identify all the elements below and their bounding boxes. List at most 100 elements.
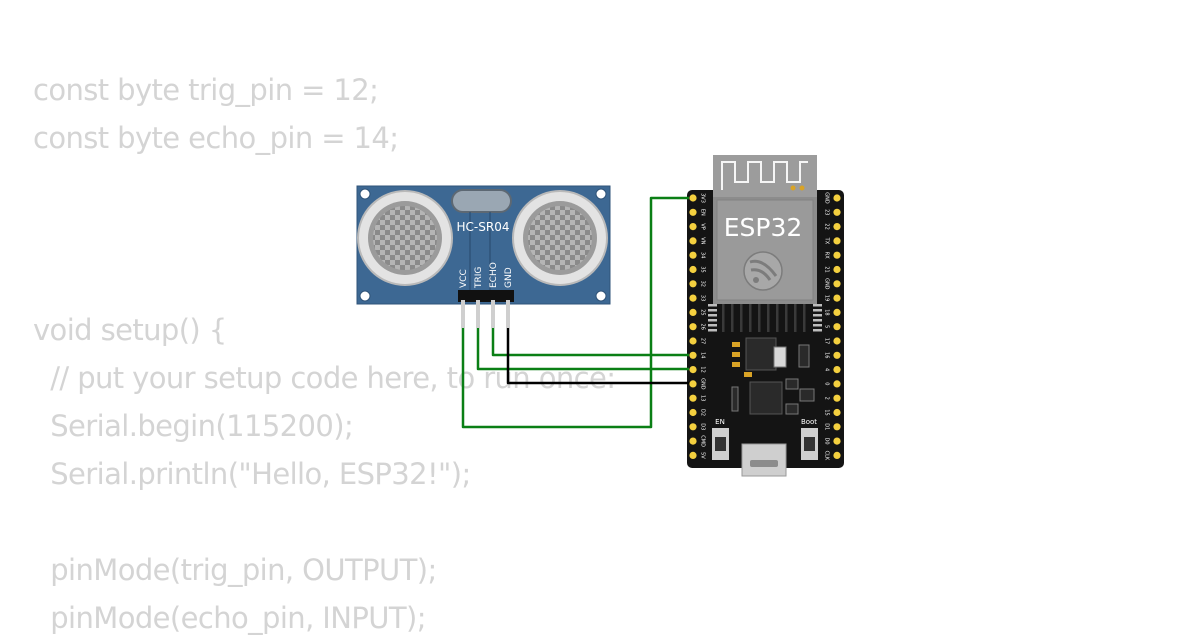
pin-left-gnd[interactable] <box>689 380 697 388</box>
code-line: // put your setup code here, to run once… <box>33 361 616 395</box>
pin-left-26[interactable] <box>689 323 697 331</box>
pin-label: 32 <box>700 281 706 287</box>
pin-label: 12 <box>700 366 706 372</box>
pin-left-13[interactable] <box>689 394 697 402</box>
power-led <box>773 346 787 368</box>
sensor-pin-label-gnd: GND <box>504 267 514 288</box>
left-pin-header[interactable]: 3V3ENVPVN343532332526271412GND13D2D3CMD5… <box>689 193 706 459</box>
pin-right-21[interactable] <box>833 265 841 274</box>
pin-right-2[interactable] <box>833 394 841 402</box>
pin-right-d0[interactable] <box>833 437 841 445</box>
pin-left-25[interactable] <box>689 308 697 316</box>
pin-label: GND <box>824 192 830 204</box>
code-line: pinMode(echo_pin, INPUT); <box>33 601 426 635</box>
pin-left-vp[interactable] <box>689 223 697 231</box>
pin-right-23[interactable] <box>833 208 841 216</box>
code-line: const byte echo_pin = 14; <box>33 121 399 155</box>
pin-right-gnd[interactable] <box>833 280 841 288</box>
pin-label: 26 <box>700 324 706 330</box>
pin-left-27[interactable] <box>689 337 697 345</box>
code-line: pinMode(trig_pin, OUTPUT); <box>33 553 437 587</box>
pin-label: 21 <box>824 266 830 272</box>
espressif-logo-icon <box>743 251 783 291</box>
pin-label: 5 <box>824 325 830 328</box>
esp32-board[interactable]: ESP32 3V3ENVPVN343532332526271412GND13D2… <box>687 155 844 477</box>
pin-label: VP <box>700 223 706 229</box>
pin-label: 2 <box>824 397 830 400</box>
pin-label: GND <box>824 278 830 290</box>
pin-right-5[interactable] <box>833 323 841 331</box>
usb-port[interactable] <box>741 443 787 477</box>
pin-left-d3[interactable] <box>689 423 697 431</box>
pin-left-14[interactable] <box>689 351 697 359</box>
pin-right-16[interactable] <box>833 351 841 359</box>
pin-left-3v3[interactable] <box>689 194 697 202</box>
pin-left-33[interactable] <box>689 294 697 302</box>
pin-left-5v[interactable] <box>689 451 697 459</box>
sensor-name-label: HC-SR04 <box>457 220 510 234</box>
pin-label: EN <box>700 209 706 216</box>
pin-label: 15 <box>824 409 830 415</box>
pin-label: 22 <box>824 223 830 229</box>
sensor-pin-gnd[interactable] <box>506 300 510 328</box>
pin-label: 5V <box>700 452 706 459</box>
pin-left-34[interactable] <box>689 251 697 259</box>
transducer-left <box>357 190 453 286</box>
hc-sr04-sensor[interactable]: HC-SR04 VCC TRIG ECHO GND <box>356 185 611 328</box>
pin-label: 13 <box>700 395 706 401</box>
boot-button[interactable] <box>801 428 818 460</box>
wire-trig-12 <box>476 328 689 371</box>
wire-gnd <box>506 328 689 385</box>
pin-right-22[interactable] <box>833 223 841 231</box>
en-button[interactable] <box>712 428 729 460</box>
pin-label: GND <box>700 378 706 390</box>
pin-label: 33 <box>700 295 706 301</box>
pin-right-17[interactable] <box>833 337 841 345</box>
pin-right-tx[interactable] <box>833 237 841 245</box>
pin-right-19[interactable] <box>833 294 841 302</box>
pin-right-18[interactable] <box>833 308 841 316</box>
pin-right-d1[interactable] <box>833 423 841 431</box>
sensor-pin-echo[interactable] <box>491 300 495 328</box>
wire-vcc-3v3 <box>461 196 689 429</box>
module-pads <box>708 304 822 332</box>
pin-right-4[interactable] <box>833 366 841 374</box>
pin-label: 16 <box>824 352 830 358</box>
pin-label: 23 <box>824 209 830 215</box>
pin-left-35[interactable] <box>689 265 697 274</box>
pin-left-32[interactable] <box>689 280 697 288</box>
pin-right-clk[interactable] <box>833 451 841 459</box>
pin-right-0[interactable] <box>833 380 841 388</box>
pin-left-cmd[interactable] <box>689 437 697 445</box>
pin-label: 3V3 <box>700 193 706 203</box>
pin-left-d2[interactable] <box>689 408 697 417</box>
voltage-regulator <box>745 337 777 371</box>
pin-label: D1 <box>824 423 830 430</box>
pin-label: RX <box>824 252 830 259</box>
code-editor-background: const byte trig_pin = 12; const byte echo… <box>33 66 616 642</box>
pin-label: 25 <box>700 309 706 315</box>
pin-label: 4 <box>824 368 830 371</box>
pin-label: D3 <box>700 423 706 430</box>
code-line: void setup() { <box>33 313 227 347</box>
pin-label: VN <box>700 237 706 244</box>
pin-left-vn[interactable] <box>689 237 697 245</box>
transducer-right <box>512 190 608 286</box>
pin-label: 27 <box>700 338 706 344</box>
pin-label: 14 <box>700 352 706 358</box>
pin-left-12[interactable] <box>689 366 697 374</box>
sensor-pin-label-echo: ECHO <box>489 262 499 288</box>
sensor-pin-label-vcc: VCC <box>459 269 469 288</box>
code-line: const byte trig_pin = 12; <box>33 73 379 107</box>
pin-label: 18 <box>824 309 830 315</box>
code-line: Serial.begin(115200); <box>33 409 354 443</box>
sensor-pin-trig[interactable] <box>476 300 480 328</box>
pin-right-rx[interactable] <box>833 251 841 259</box>
pin-left-en[interactable] <box>689 208 697 216</box>
sensor-pin-vcc[interactable] <box>461 300 465 328</box>
wires <box>461 196 689 429</box>
usb-uart-chip <box>749 381 783 415</box>
pin-right-gnd[interactable] <box>833 194 841 202</box>
pin-right-15[interactable] <box>833 408 841 417</box>
